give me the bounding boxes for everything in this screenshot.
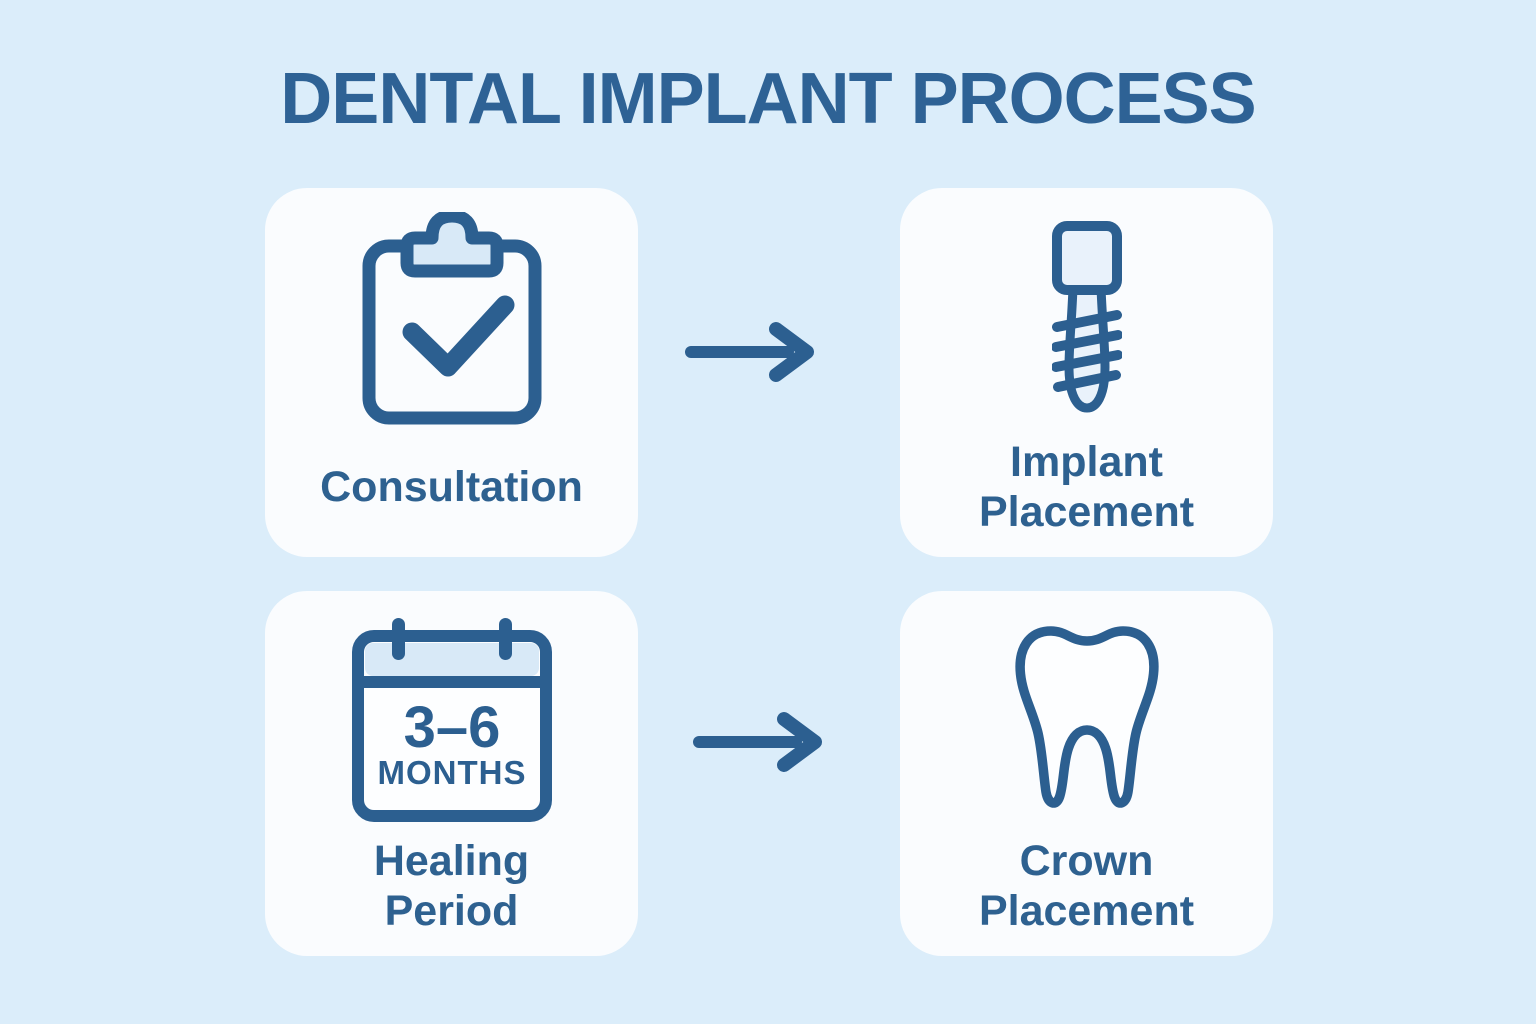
calendar-icon: 3–6 MONTHS	[351, 603, 552, 836]
page-title: DENTAL IMPLANT PROCESS	[280, 59, 1256, 139]
step-label: Crown Placement	[978, 837, 1195, 935]
dental-implant-icon	[1051, 200, 1122, 437]
step-card-healing-period: 3–6 MONTHS Healing Period	[265, 591, 638, 956]
clipboard-check-icon	[362, 200, 542, 437]
right-arrow-icon	[684, 316, 820, 388]
step-card-crown-placement: Crown Placement	[900, 591, 1273, 956]
step-card-consultation: Consultation	[265, 188, 638, 557]
step-card-implant-placement: Implant Placement	[900, 188, 1273, 557]
right-arrow-icon	[692, 706, 828, 778]
calendar-unit-text: MONTHS	[377, 754, 526, 791]
step-label: Healing Period	[373, 837, 530, 935]
calendar-range-text: 3–6	[403, 695, 500, 760]
step-label: Consultation	[320, 463, 583, 511]
step-label: Implant Placement	[978, 438, 1195, 536]
tooth-icon	[1011, 603, 1163, 836]
